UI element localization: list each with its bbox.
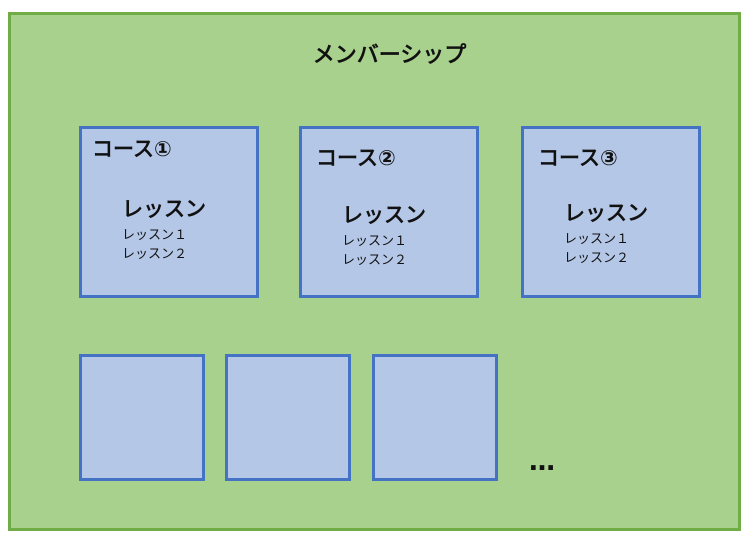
lesson-item: レッスン２ <box>342 253 408 268</box>
course-title: コース③ <box>538 146 618 170</box>
course-placeholder-5 <box>225 354 351 481</box>
course-placeholder-6 <box>372 354 498 481</box>
course-card-1: コース① レッスン レッスン１ レッスン２ <box>79 126 259 298</box>
membership-title: メンバーシップ <box>312 43 467 68</box>
course-title: コース② <box>316 146 396 170</box>
lesson-item: レッスン１ <box>122 228 188 243</box>
course-title: コース① <box>92 137 172 161</box>
course-card-2: コース② レッスン レッスン１ レッスン２ <box>299 126 479 298</box>
lesson-item: レッスン１ <box>342 234 408 249</box>
lesson-heading: レッスン <box>122 197 206 221</box>
lesson-heading: レッスン <box>342 203 426 227</box>
lesson-heading: レッスン <box>564 201 648 225</box>
membership-container: メンバーシップ コース① レッスン レッスン１ レッスン２ コース② レッスン … <box>8 12 741 531</box>
course-card-3: コース③ レッスン レッスン１ レッスン２ <box>521 126 701 298</box>
more-indicator: … <box>529 447 556 477</box>
lesson-item: レッスン２ <box>122 247 188 262</box>
course-placeholder-4 <box>79 354 205 481</box>
lesson-item: レッスン２ <box>564 251 630 266</box>
lesson-item: レッスン１ <box>564 232 630 247</box>
